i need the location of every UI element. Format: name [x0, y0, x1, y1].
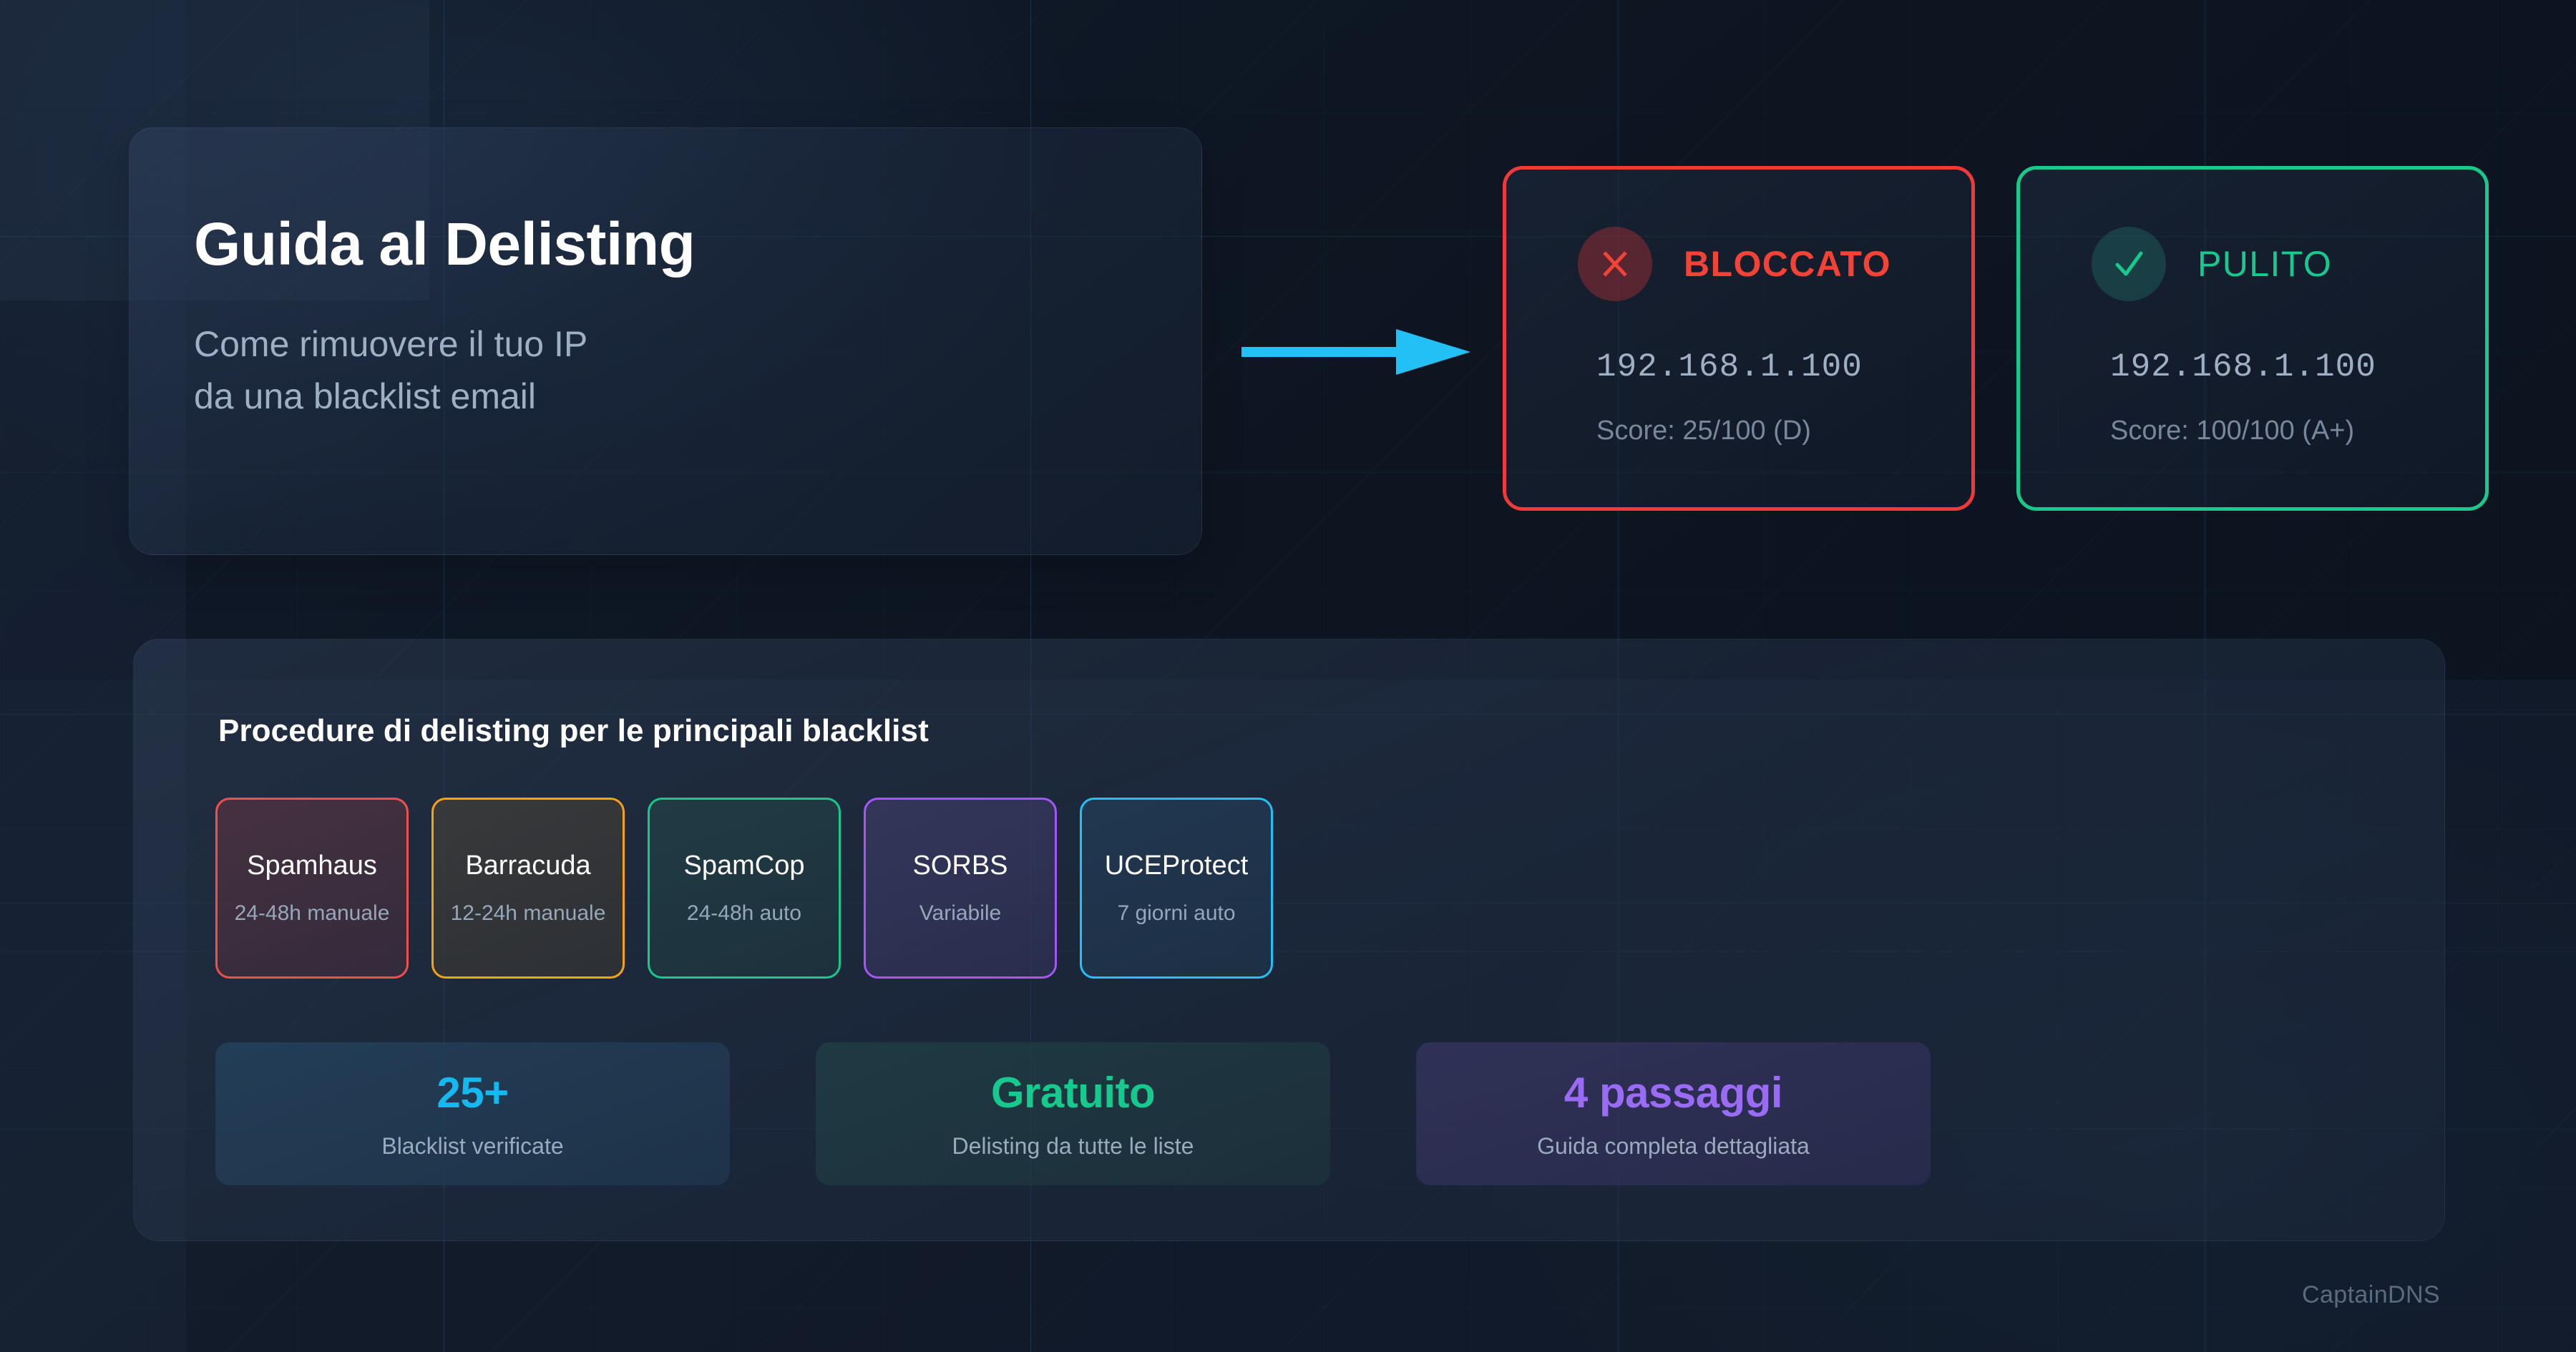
check-mark-icon [2092, 227, 2166, 301]
background-bottom-band [0, 680, 2576, 1352]
stat-value: 25+ [436, 1069, 509, 1117]
blacklist-card-sorbs[interactable]: SORBS Variabile [864, 798, 1057, 979]
background-top-left-block [0, 0, 429, 300]
blacklist-time: 12-24h manuale [450, 901, 606, 925]
status-card-blocked: BLOCCATO 192.168.1.100 Score: 25/100 (D) [1503, 166, 1975, 511]
blacklist-time: 7 giorni auto [1117, 901, 1236, 925]
blacklist-name: UCEProtect [1104, 851, 1249, 881]
brand-watermark: CaptainDNS [2302, 1281, 2440, 1308]
status-ip-clean: 192.168.1.100 [2110, 348, 2376, 386]
stat-label: Blacklist verificate [381, 1133, 564, 1159]
background-rule-h2 [0, 714, 2576, 715]
status-badge-clean: PULITO [2197, 244, 2333, 284]
background-rule-h1 [0, 236, 2576, 237]
stat-card-blacklists-checked: 25+ Blacklist verificate [215, 1042, 730, 1185]
status-ip-blocked: 192.168.1.100 [1596, 348, 1863, 386]
status-card-clean: PULITO 192.168.1.100 Score: 100/100 (A+) [2016, 166, 2489, 511]
blacklist-name: Spamhaus [247, 851, 377, 881]
page-title: Guida al Delisting [194, 210, 696, 278]
blacklist-card-spamhaus[interactable]: Spamhaus 24-48h manuale [215, 798, 409, 979]
hero-subtitle-line-1: Come rimuovere il tuo IP [194, 324, 588, 364]
x-mark-icon [1578, 227, 1652, 301]
stat-card-row: 25+ Blacklist verificate Gratuito Delist… [215, 1042, 1931, 1185]
blacklist-name: Barracuda [465, 851, 591, 881]
blacklist-card-uceprotect[interactable]: UCEProtect 7 giorni auto [1080, 798, 1273, 979]
stat-card-free: Gratuito Delisting da tutte le liste [816, 1042, 1330, 1185]
stat-value: 4 passaggi [1563, 1069, 1783, 1117]
status-score-blocked: Score: 25/100 (D) [1596, 416, 1811, 446]
blacklist-name: SpamCop [683, 851, 805, 881]
status-score-clean: Score: 100/100 (A+) [2110, 416, 2355, 446]
blacklist-procedures-panel: Procedure di delisting per le principali… [133, 639, 2445, 1241]
panel-heading: Procedure di delisting per le principali… [218, 713, 929, 748]
blacklist-card-spamcop[interactable]: SpamCop 24-48h auto [648, 798, 841, 979]
background-rule-v2 [1030, 0, 1031, 1352]
hero-card: Guida al Delisting Come rimuovere il tuo… [129, 127, 1202, 555]
stat-label: Guida completa dettagliata [1537, 1133, 1810, 1159]
blacklist-card-row: Spamhaus 24-48h manuale Barracuda 12-24h… [215, 798, 1273, 979]
blacklist-time: 24-48h manuale [234, 901, 390, 925]
stat-card-steps: 4 passaggi Guida completa dettagliata [1416, 1042, 1931, 1185]
hero-subtitle-line-2: da una blacklist email [194, 376, 537, 416]
status-badge-blocked: BLOCCATO [1684, 244, 1891, 284]
status-header-blocked: BLOCCATO [1578, 227, 1971, 301]
background-left-band [0, 0, 186, 1352]
background-rule-v4 [2205, 0, 2206, 1352]
blacklist-time: 24-48h auto [686, 901, 802, 925]
blacklist-card-barracuda[interactable]: Barracuda 12-24h manuale [431, 798, 625, 979]
arrow-right-icon [1241, 323, 1470, 381]
stat-label: Delisting da tutte le liste [952, 1133, 1194, 1159]
status-header-clean: PULITO [2092, 227, 2485, 301]
blacklist-time: Variabile [919, 901, 1002, 925]
blacklist-name: SORBS [912, 851, 1008, 881]
stat-value: Gratuito [990, 1069, 1156, 1117]
